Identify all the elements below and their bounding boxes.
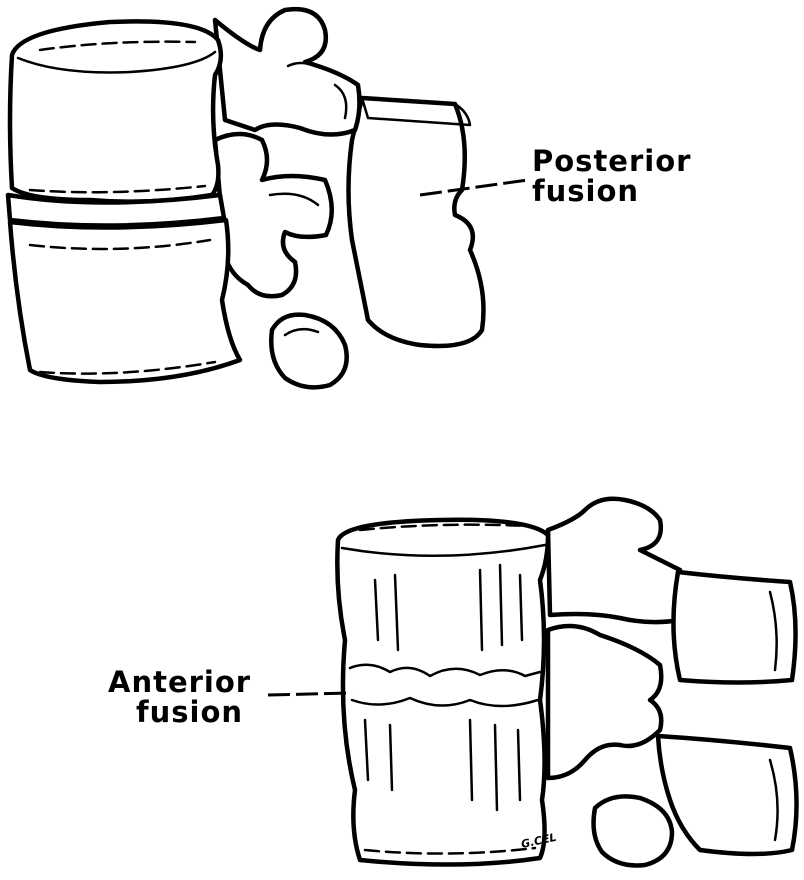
anterior-leader-line [268,693,352,695]
anterior-label-line1: Anterior [108,667,251,697]
posterior-label-line2: fusion [532,176,691,206]
posterior-leader-line [420,180,528,195]
upper-spinous-process [215,9,359,134]
lower-anterior-process [594,796,672,865]
posterior-fusion-label: Posterior fusion [532,146,691,206]
posterior-fusion-drawing [8,9,528,387]
anterior-label-line2: fusion [108,697,251,727]
lower-process [271,315,346,388]
anterior-fusion-label: Anterior fusion [108,667,251,727]
posterior-label-line1: Posterior [532,146,691,176]
middle-anterior-process [548,626,661,778]
fused-vertebral-body [337,520,548,865]
upper-right-process [548,499,685,622]
posterior-graft [349,98,484,346]
middle-process [215,134,332,296]
lower-vertebral-body [10,220,240,382]
upper-vertebral-body [10,21,221,201]
anterior-fusion-drawing [268,499,797,866]
